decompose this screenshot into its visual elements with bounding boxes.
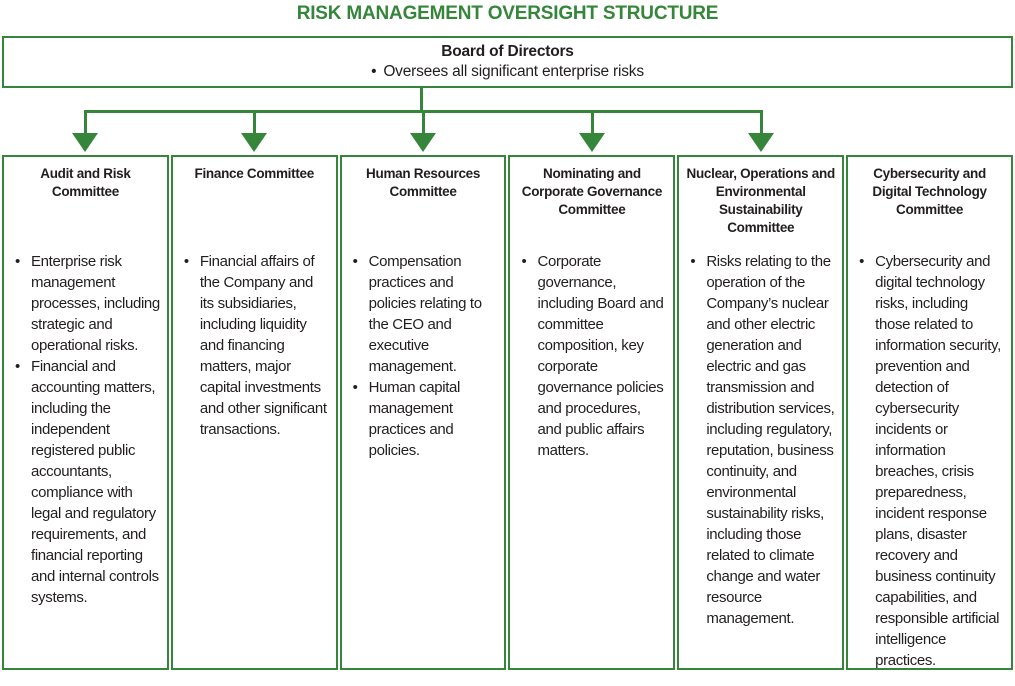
arrow-down-icon [748,111,774,152]
committee-box-nuclear-operations-sustainability: Nuclear, Operations and Environmental Su… [677,155,845,670]
board-bullet-text: Oversees all significant enterprise risk… [383,63,644,80]
committee-box-audit-and-risk: Audit and Risk Committee Enterprise risk… [2,155,169,670]
committee-box-cybersecurity-digital-technology: Cybersecurity and Digital Technology Com… [846,155,1013,670]
arrow-down-icon [410,111,436,152]
committee-title: Nominating and Corporate Governance Comm… [521,166,663,217]
committee-bullet: Financial affairs of the Company and its… [183,251,330,440]
page-title: RISK MANAGEMENT OVERSIGHT STRUCTURE [296,3,719,24]
arrow-head [748,133,774,152]
arrow-down-icon [72,111,98,152]
arrow-stem [421,111,425,133]
arrow-stem [590,111,594,133]
arrow-head [410,133,436,152]
committee-bullet: Financial and accounting matters, includ… [14,356,161,608]
arrow-stem [83,111,87,133]
arrow-down-icon [241,111,267,152]
committee-bullet-list: Risks relating to the operation of the C… [683,251,838,629]
arrow-down-icon [579,111,605,152]
committee-title: Finance Committee [194,166,315,181]
arrow-stem [252,111,256,133]
committee-title: Cybersecurity and Digital Technology Com… [872,166,987,217]
committee-box-nominating-governance: Nominating and Corporate Governance Comm… [508,155,676,670]
arrow-head [241,133,267,152]
connector-stub-line [420,88,423,112]
committee-bullet-list: Cybersecurity and digital technology ris… [852,251,1007,668]
board-title: Board of Directors [441,43,574,60]
committee-bullet: Enterprise risk management processes, in… [14,251,161,356]
board-bullet: • Oversees all significant enterprise ri… [371,63,644,81]
committee-bullet: Compensation practices and policies rela… [352,251,499,377]
committee-bullet: Human capital management practices and p… [352,377,499,461]
committee-box-human-resources: Human Resources Committee Compensation p… [339,155,507,670]
committee-bullet-list: Compensation practices and policies rela… [346,251,501,461]
committee-bullet: Risks relating to the operation of the C… [689,251,836,629]
committee-title: Audit and Risk Committee [40,166,131,199]
board-of-directors-box: Board of Directors • Oversees all signif… [2,36,1013,88]
committee-box-finance: Finance Committee Financial affairs of t… [170,155,338,670]
committee-title: Nuclear, Operations and Environmental Su… [686,166,836,235]
arrow-head [579,133,605,152]
committee-title: Human Resources Committee [366,166,481,199]
committee-bullet: Corporate governance, including Board an… [520,251,667,461]
committee-bullet-list: Financial affairs of the Company and its… [177,251,332,440]
committee-bullet-list: Corporate governance, including Board an… [514,251,669,461]
committee-bullet: Cybersecurity and digital technology ris… [858,251,1005,668]
committee-bullet-list: Enterprise risk management processes, in… [8,251,163,608]
committees-row: Audit and Risk Committee Enterprise risk… [2,155,1013,670]
arrow-stem [759,111,763,133]
arrow-head [72,133,98,152]
bullet-dot-icon: • [371,63,377,80]
